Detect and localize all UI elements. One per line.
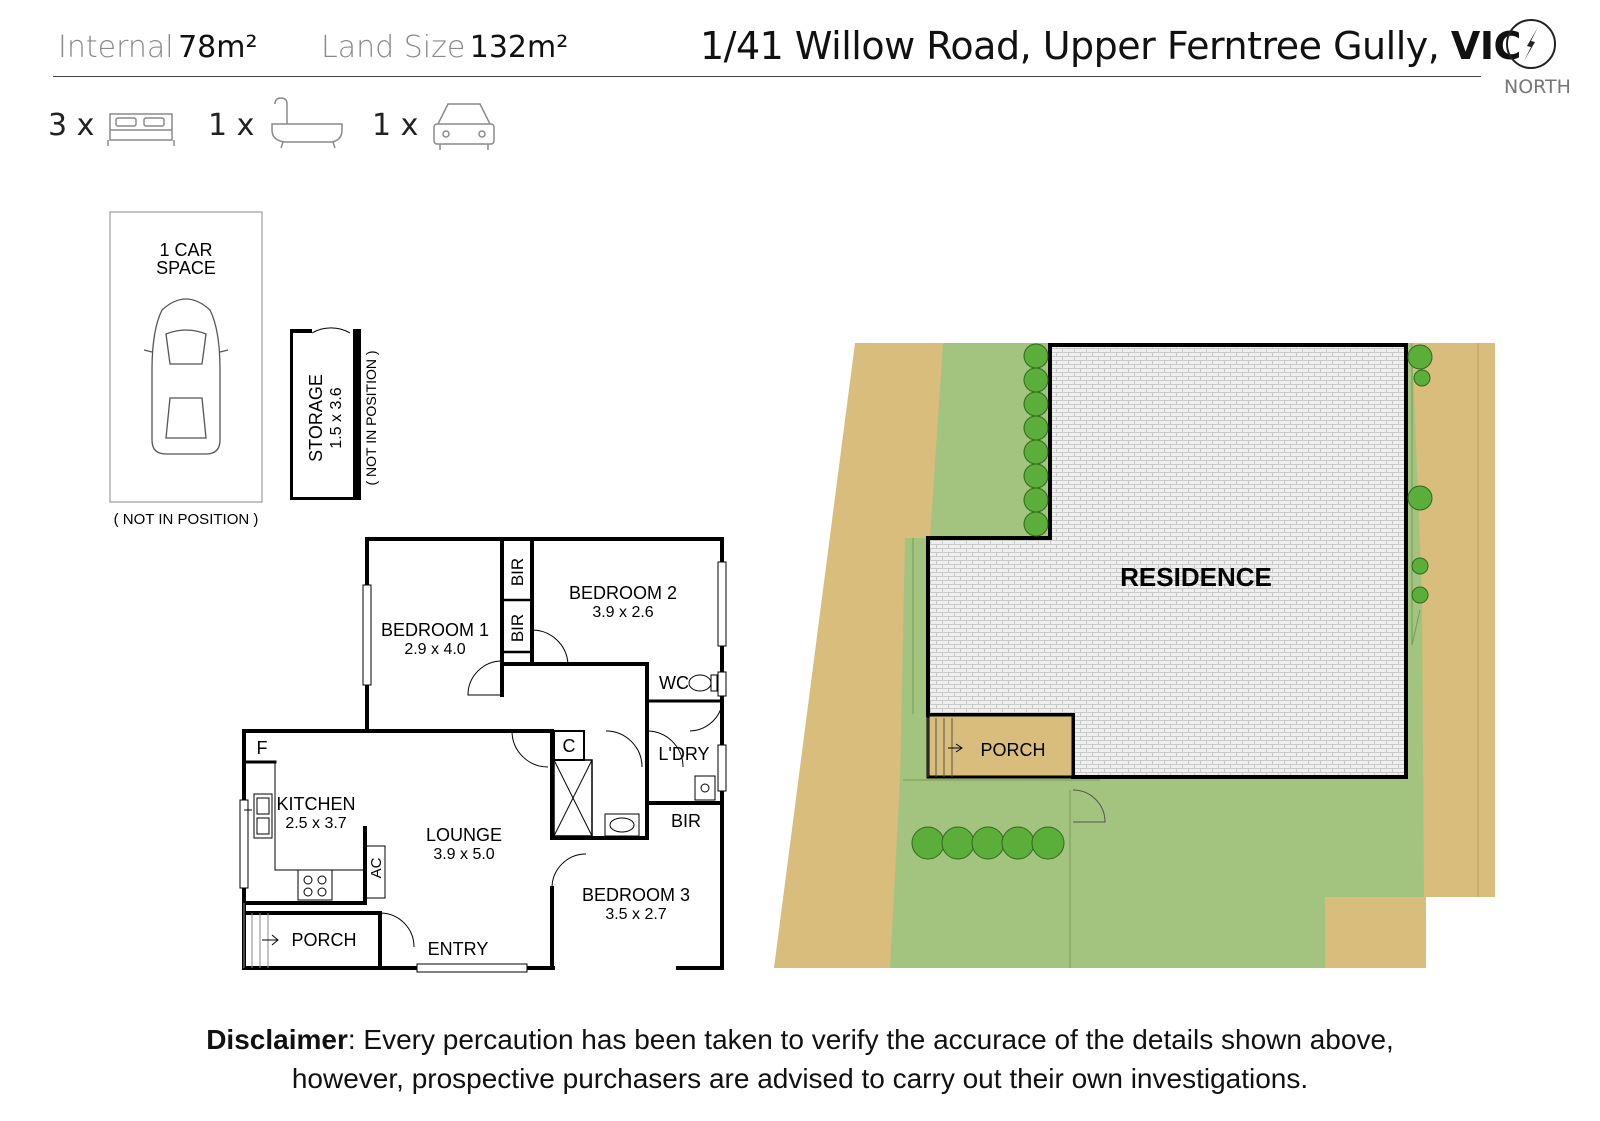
lounge-size: 3.9 x 5.0 xyxy=(433,846,494,863)
storage-size: 1.5 x 3.6 xyxy=(328,387,345,448)
bedroom-count: 3 x xyxy=(48,108,95,143)
land-size: Land Size 132m² xyxy=(321,30,568,65)
bedroom1-name: BEDROOM 1 xyxy=(381,620,489,640)
tree-icon xyxy=(1411,557,1429,575)
tree-icon xyxy=(1023,367,1049,393)
car-space-label-line2: SPACE xyxy=(156,258,216,278)
cupboard-label: C xyxy=(563,736,576,756)
fridge-label: F xyxy=(257,738,268,758)
tree-icon xyxy=(1023,415,1049,441)
bir-label-lower: BIR xyxy=(508,614,527,642)
kitchen-name: KITCHEN xyxy=(276,794,355,814)
bed-icon xyxy=(107,113,175,146)
bedroom1-size: 2.9 x 4.0 xyxy=(404,641,465,658)
basin-icon xyxy=(604,813,640,837)
car-space: 1 CAR SPACE ( NOT IN POSITION ) xyxy=(109,211,263,528)
internal-area: Internal 78m² xyxy=(58,30,258,65)
tree-icon xyxy=(1023,487,1049,513)
cooktop-icon xyxy=(297,869,333,901)
land-size-value: 132m² xyxy=(469,30,569,65)
residence-label: RESIDENCE xyxy=(1120,562,1272,592)
storage-label: STORAGE xyxy=(306,374,326,462)
car-space-label-line1: 1 CAR xyxy=(159,240,212,260)
bedroom3-size: 3.5 x 2.7 xyxy=(605,906,666,923)
tree-icon xyxy=(1023,391,1049,417)
header-divider xyxy=(53,76,1481,77)
tree-icon xyxy=(1411,586,1429,604)
north-compass-icon xyxy=(1506,19,1556,69)
wc-label: WC xyxy=(659,673,689,693)
internal-area-label: Internal xyxy=(58,30,174,65)
bathtub-icon xyxy=(271,97,343,149)
internal-area-value: 78m² xyxy=(178,30,258,65)
disclaimer-line2: however, prospective purchasers are advi… xyxy=(291,1063,1309,1094)
laundry-label: L'DRY xyxy=(658,744,709,764)
site-porch-label: PORCH xyxy=(980,740,1045,760)
lounge-name: LOUNGE xyxy=(426,825,502,845)
disclaimer: Disclaimer: Every percaution has been ta… xyxy=(0,1020,1600,1098)
tree-icon xyxy=(1023,511,1049,537)
storage-note: ( NOT IN POSITION ) xyxy=(363,350,379,485)
site-plan: RESIDENCE PORCH xyxy=(774,343,1495,968)
toilet-icon xyxy=(688,674,718,692)
storage: STORAGE 1.5 x 3.6 ( NOT IN POSITION ) xyxy=(290,327,379,500)
tree-icon xyxy=(971,826,1005,860)
porch-label: PORCH xyxy=(291,930,356,950)
car-count: 1 x xyxy=(372,108,419,143)
bedroom2-size: 3.9 x 2.6 xyxy=(592,604,653,621)
bir-label-bedroom3: BIR xyxy=(671,811,701,831)
ac-label: AC xyxy=(368,857,385,878)
floor-plan: BEDROOM 1 2.9 x 4.0 BEDROOM 2 3.9 x 2.6 … xyxy=(239,537,727,973)
laundry-tub-icon xyxy=(694,775,716,801)
disclaimer-label: Disclaimer xyxy=(206,1024,348,1055)
disclaimer-line1: Disclaimer: Every percaution has been ta… xyxy=(0,1020,1600,1059)
tree-icon xyxy=(1413,369,1431,387)
car-top-view-icon xyxy=(143,298,229,455)
property-address: 1/41 Willow Road, Upper Ferntree Gully, … xyxy=(700,24,1521,68)
tree-icon xyxy=(1023,343,1049,369)
tree-icon xyxy=(941,826,975,860)
tree-icon xyxy=(1407,485,1433,511)
tree-icon xyxy=(1023,463,1049,489)
address-text: 1/41 Willow Road, Upper Ferntree Gully, xyxy=(700,24,1440,68)
car-space-note: ( NOT IN POSITION ) xyxy=(114,511,259,528)
entry-label: ENTRY xyxy=(428,939,489,959)
bedroom2-name: BEDROOM 2 xyxy=(569,583,677,603)
tree-icon xyxy=(911,826,945,860)
land-size-label: Land Size xyxy=(321,30,466,65)
tree-icon xyxy=(1001,826,1035,860)
kitchen-sink-icon xyxy=(244,793,273,839)
bathroom-count: 1 x xyxy=(208,108,255,143)
tree-icon xyxy=(1031,826,1065,860)
tree-icon xyxy=(1023,439,1049,465)
tree-icon xyxy=(1407,344,1433,370)
car-icon xyxy=(433,103,495,150)
kitchen-size: 2.5 x 3.7 xyxy=(285,815,346,832)
disclaimer-text-1: : Every percaution has been taken to ver… xyxy=(347,1024,1394,1055)
bir-label-upper: BIR xyxy=(508,558,527,586)
bedroom3-name: BEDROOM 3 xyxy=(582,885,690,905)
north-label: NORTH xyxy=(1504,76,1571,98)
hedge-trees xyxy=(911,343,1433,860)
